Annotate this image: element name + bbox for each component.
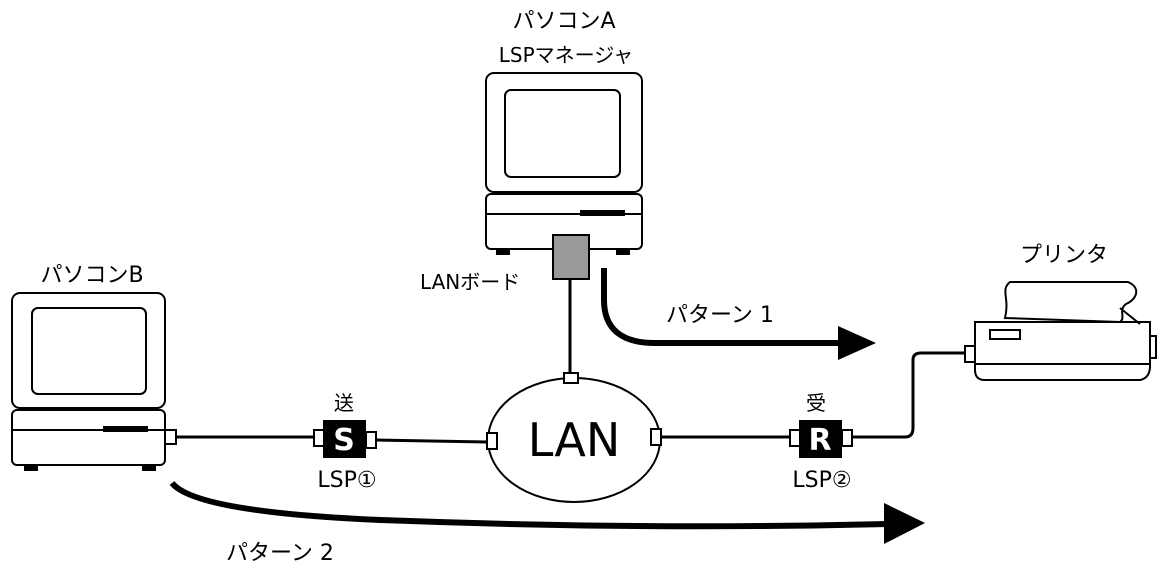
lsp-recv-bottom-label: LSP②	[792, 468, 851, 493]
pc-a-drive-slot	[580, 210, 625, 216]
lsp-receive-box: R 受 LSP②	[789, 391, 853, 493]
lsp-send-top-label: 送	[334, 391, 354, 415]
lan-label: LAN	[528, 413, 621, 467]
lsp-send-box: S 送 LSP①	[313, 391, 377, 493]
pc-a-foot-right	[616, 250, 630, 255]
line-lsp2-to-printer	[852, 351, 965, 439]
pc-a-name-label: パソコンA	[512, 9, 615, 34]
lsp-send-bottom-label: LSP①	[317, 468, 376, 493]
lsp-send-port-right	[365, 431, 377, 449]
printer-feed-right	[1119, 307, 1141, 325]
printer	[964, 281, 1157, 381]
pc-b-foot-right	[142, 466, 156, 471]
pc-b-foot-left	[24, 466, 38, 471]
pc-b-screen	[31, 307, 147, 395]
pattern-2-curve	[169, 480, 889, 530]
pattern-2-arrow	[169, 480, 925, 544]
printer-name-label: プリンタ	[1020, 243, 1108, 268]
lan-network: LAN	[486, 372, 662, 503]
pc-a-role-label: LSPマネージャ	[499, 43, 634, 67]
pattern-1-curve	[601, 268, 842, 346]
pattern-2-arrowhead	[884, 503, 925, 544]
printer-panel	[989, 329, 1021, 340]
lsp-recv-port-right	[841, 429, 853, 447]
pattern-1-arrowhead	[838, 326, 876, 360]
line-lsp1-to-lan	[375, 438, 488, 444]
pc-a-screen	[504, 89, 621, 178]
lsp-send-letter: S	[333, 423, 355, 458]
printer-paper	[1003, 281, 1138, 324]
lsp-recv-port-left	[789, 429, 801, 447]
lan-board	[552, 234, 590, 280]
lan-port-top	[563, 372, 579, 384]
computer-a	[485, 72, 643, 255]
lsp-send-port-left	[313, 429, 325, 447]
lsp-recv-top-label: 受	[806, 391, 826, 415]
pattern-2-label: パターン 2	[226, 541, 334, 566]
printer-port	[964, 345, 976, 363]
pattern-1-label: パターン 1	[666, 303, 774, 328]
printer-side-knob	[1149, 335, 1157, 359]
lsp-recv-body	[799, 420, 842, 458]
pc-b-name-label: パソコンB	[40, 263, 143, 288]
pc-b-base	[11, 409, 166, 466]
pc-b-drive-slot	[103, 426, 148, 432]
connection-lines	[176, 278, 965, 444]
lan-port-left	[486, 432, 498, 450]
lsp-send-body	[323, 420, 366, 458]
computer-b	[11, 292, 177, 471]
lan-board-label: LANボード	[420, 270, 520, 294]
pc-b-port	[164, 429, 177, 445]
pc-a-foot-left	[496, 250, 510, 255]
pattern-1-arrow	[601, 268, 876, 360]
lsp-recv-letter: R	[808, 423, 831, 458]
lan-port-right	[650, 428, 662, 446]
